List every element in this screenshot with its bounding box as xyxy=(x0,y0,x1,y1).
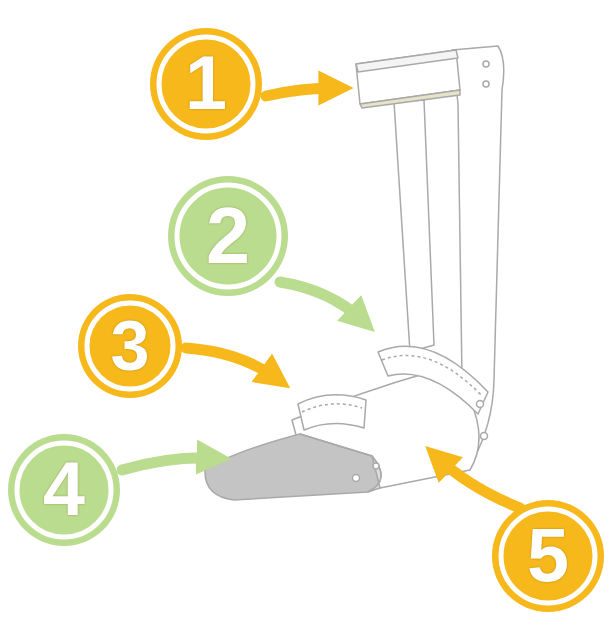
pointer-arrow xyxy=(266,88,336,96)
pointer-arrows xyxy=(122,88,520,508)
callout-number: 4 xyxy=(8,434,120,546)
badge-outer xyxy=(8,434,120,546)
badge-outer xyxy=(492,500,604,612)
callout-circle: 1 xyxy=(150,28,262,140)
callout-number: 1 xyxy=(150,28,262,140)
callout-number: 5 xyxy=(492,500,604,612)
callout-number: 2 xyxy=(168,176,288,296)
pointer-arrow xyxy=(122,458,214,470)
callout-number: 3 xyxy=(78,294,182,398)
callout-circle: 2 xyxy=(168,176,288,296)
pointer-arrow xyxy=(280,282,362,320)
callout-circle: 3 xyxy=(78,294,182,398)
callout-circle: 4 xyxy=(8,434,120,546)
pointer-arrow xyxy=(186,348,276,378)
badge-outer xyxy=(168,176,288,296)
pointer-arrow xyxy=(438,458,520,508)
badge-outer xyxy=(150,28,262,140)
badge-outer xyxy=(78,294,182,398)
callout-circle: 5 xyxy=(492,500,604,612)
